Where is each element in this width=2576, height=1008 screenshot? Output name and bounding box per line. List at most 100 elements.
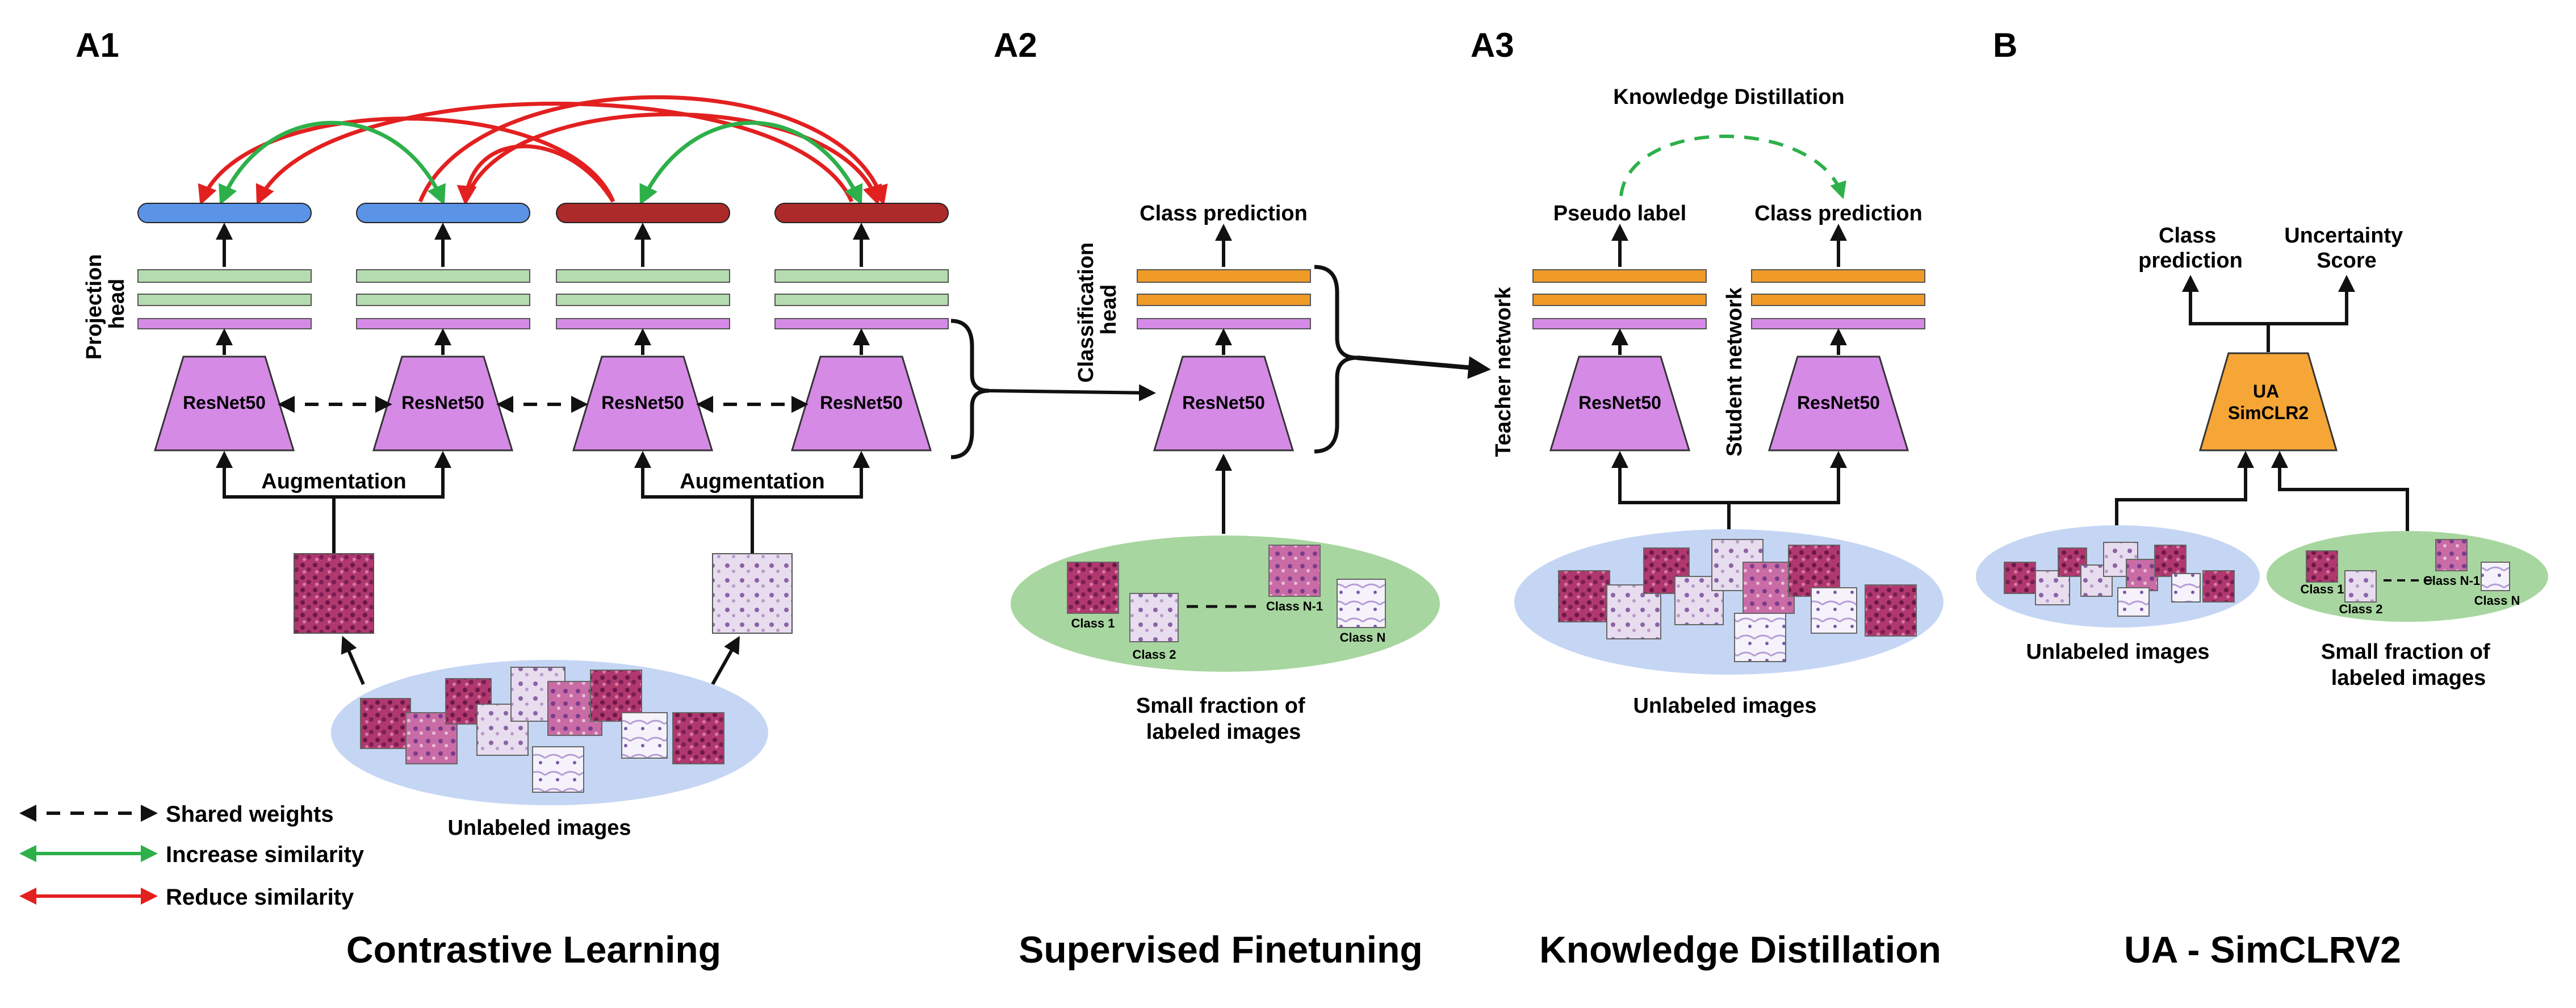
transfer-arrow	[1356, 355, 1491, 379]
projection-output-red	[556, 203, 730, 223]
projection-layer	[356, 294, 530, 306]
student-network-label: Student network	[1723, 287, 1746, 457]
encoder-brace	[950, 319, 990, 459]
projection-layer	[137, 294, 312, 306]
student-head-layer	[1751, 318, 1925, 329]
projection-output-blue	[356, 203, 530, 223]
pseudo-label-label: Pseudo label	[1553, 202, 1686, 225]
class-1-label: Class 1	[2300, 582, 2344, 596]
pool-tiles	[2004, 542, 2235, 617]
legend-reduce-similarity: Reduce similarity	[166, 885, 354, 910]
histology-tile	[2171, 573, 2201, 603]
branch-2: ResNet50	[356, 203, 530, 451]
reduce-similarity-arc	[456, 144, 615, 206]
class-prediction-label: Class prediction	[1140, 202, 1308, 225]
augmented-image-tile	[294, 553, 374, 634]
projection-layer	[137, 269, 312, 283]
class-n-1-tile	[1268, 545, 1321, 597]
class-n-tile	[2481, 562, 2510, 591]
knowledge-distillation-label: Knowledge Distillation	[1613, 85, 1844, 109]
ua-model-label: UA SimCLR2	[2228, 381, 2309, 423]
augmentation-label: Augmentation	[680, 470, 824, 493]
resnet50-label: ResNet50	[1797, 392, 1880, 413]
class-1-tile	[2306, 550, 2338, 583]
teacher-head-layer	[1532, 294, 1707, 306]
histology-tile	[1734, 613, 1786, 662]
class-2-tile	[2344, 570, 2377, 603]
labeled-images-caption: Small fraction of labeled images	[2321, 640, 2496, 690]
projection-layer	[356, 269, 530, 283]
uncertainty-score-label: Uncertainty Score	[2284, 224, 2409, 273]
projection-layer	[556, 294, 730, 306]
unlabeled-images-caption: Unlabeled images	[2026, 640, 2209, 664]
projection-layer	[556, 318, 730, 329]
projection-output-red	[774, 203, 949, 223]
resnet50-encoder	[572, 355, 714, 451]
class-2-tile	[1129, 593, 1179, 642]
class-n-1-label: Class N-1	[1266, 599, 1323, 613]
resnet50-encoder	[1153, 355, 1295, 451]
student-head-layer	[1751, 294, 1925, 306]
resnet50-label: ResNet50	[601, 392, 684, 413]
distillation-arc	[1619, 135, 1846, 199]
histology-tile	[2117, 587, 2150, 617]
classification-head-label: Classification head	[1074, 236, 1121, 383]
projection-layer	[774, 318, 949, 329]
section-title-ua-simclrv2: UA - SimCLRV2	[2124, 928, 2401, 971]
resnet50-label: ResNet50	[1578, 392, 1661, 413]
panel-label-b: B	[1993, 26, 2017, 64]
classification-layer	[1137, 269, 1311, 283]
finetuned-brace	[1314, 265, 1358, 454]
teacher-network-label: Teacher network	[1492, 287, 1515, 457]
histology-tile	[1743, 562, 1795, 614]
histology-tile	[1558, 570, 1610, 622]
teacher-head-layer	[1532, 318, 1707, 329]
contrastive-section: Projection head ResNet50 ResNet50	[82, 95, 949, 840]
class-prediction-label: Class prediction	[2138, 224, 2243, 273]
projection-output-blue	[137, 203, 312, 223]
transfer-arrow	[988, 384, 1156, 401]
resnet50-label: ResNet50	[183, 392, 266, 413]
histology-tile	[672, 712, 724, 764]
class-n-label: Class N	[2474, 593, 2520, 608]
panel-label-a2: A2	[994, 26, 1037, 64]
projection-layer	[774, 294, 949, 306]
resnet50-encoder	[790, 355, 932, 451]
classification-layer	[1137, 318, 1311, 329]
class-n-tile	[1337, 579, 1386, 628]
histology-tile	[2126, 559, 2158, 591]
augmented-image-tile	[712, 553, 793, 634]
reduce-similarity-arc	[255, 102, 854, 206]
reduce-similarity-arc	[463, 112, 882, 206]
panel-label-a3: A3	[1471, 26, 1514, 64]
histology-tile	[360, 698, 411, 749]
class-prediction-label: Class prediction	[1754, 202, 1922, 225]
teacher-resnet50	[1549, 355, 1691, 451]
increase-similarity-arc	[639, 120, 863, 206]
ua-simclr2-model	[2198, 352, 2338, 451]
augmentation-brackets	[216, 451, 870, 554]
unlabeled-images-caption: Unlabeled images	[1633, 694, 1816, 718]
histology-tile	[2004, 562, 2036, 594]
unlabeled-images-caption: Unlabeled images	[447, 816, 631, 840]
resnet50-label: ResNet50	[1182, 392, 1265, 413]
student-head-layer	[1751, 269, 1925, 283]
augmentation-label: Augmentation	[261, 470, 406, 493]
legend: Shared weights Increase similarity Reduc…	[19, 802, 365, 910]
histology-tile	[2154, 545, 2187, 577]
class-n-1-tile	[2435, 539, 2468, 571]
distillation-section: Knowledge Distillation Pseudo label Clas…	[1492, 85, 1943, 718]
section-title-finetuning: Supervised Finetuning	[1019, 928, 1422, 971]
class-1-label: Class 1	[1071, 616, 1115, 630]
ua-simclr-section: Class prediction Uncertainty Score UA Si…	[1976, 224, 2548, 690]
classification-layer	[1137, 294, 1311, 306]
resnet50-encoder	[372, 355, 514, 451]
similarity-arcs	[198, 95, 888, 206]
legend-shared-weights: Shared weights	[166, 802, 334, 827]
class-1-tile	[1067, 562, 1119, 614]
histology-tile	[1811, 587, 1857, 634]
projection-head-label: Projection head	[82, 248, 129, 359]
resnet50-label: ResNet50	[820, 392, 903, 413]
class-n-label: Class N	[1340, 630, 1386, 645]
branch-1: ResNet50	[137, 203, 312, 451]
